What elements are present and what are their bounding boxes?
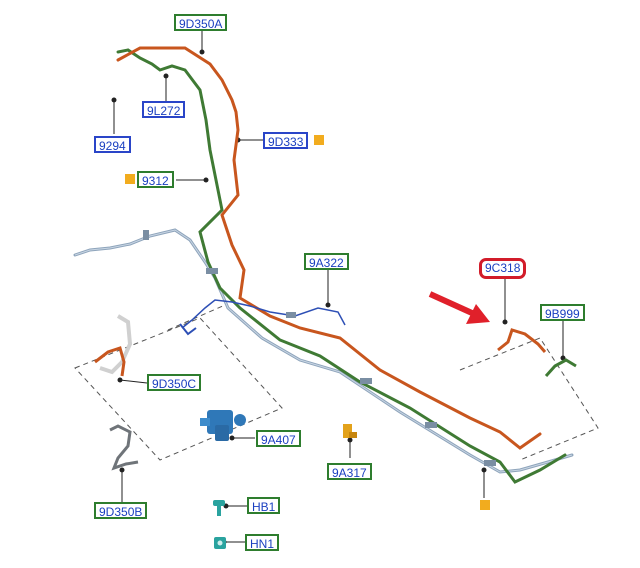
marker-bottom (480, 500, 490, 510)
9d350b-part (109, 424, 139, 471)
label-9d350c: 9D350C (147, 374, 202, 391)
hn1-nut (214, 537, 226, 549)
green-brake-line (116, 48, 567, 484)
marker-9d333 (314, 135, 324, 145)
red-arrow (428, 291, 490, 324)
label-hb1: HB1 (247, 497, 281, 514)
line-clips (143, 230, 496, 466)
9c318-part (497, 328, 547, 353)
9d350c-part (99, 314, 133, 375)
marker-9312 (125, 174, 135, 184)
label-9c318: 9C318 (479, 258, 527, 279)
assembly-outlines (74, 304, 599, 461)
label-9l272: 9L272 (142, 101, 186, 118)
label-9a317: 9A317 (327, 463, 372, 480)
hb1-bolt (213, 500, 225, 516)
blue-clip (179, 323, 197, 336)
label-9a407: 9A407 (256, 430, 301, 447)
9d350c-orange (94, 346, 126, 377)
label-9a322: 9A322 (304, 253, 349, 270)
orange-brake-line (116, 46, 542, 450)
label-9d333: 9D333 (263, 132, 309, 149)
label-9312: 9312 (137, 171, 174, 188)
9a317-part (343, 424, 357, 438)
label-9b999: 9B999 (540, 304, 585, 321)
9b999-part (544, 358, 577, 378)
label-9d350a: 9D350A (174, 14, 228, 31)
leader-lines (113, 31, 564, 543)
label-9294: 9294 (94, 136, 131, 153)
label-hn1: HN1 (245, 534, 280, 551)
blue-wire (181, 299, 346, 329)
steel-brake-line-inner (74, 229, 573, 473)
9a407-part (200, 410, 246, 441)
label-9d350b: 9D350B (94, 502, 148, 519)
